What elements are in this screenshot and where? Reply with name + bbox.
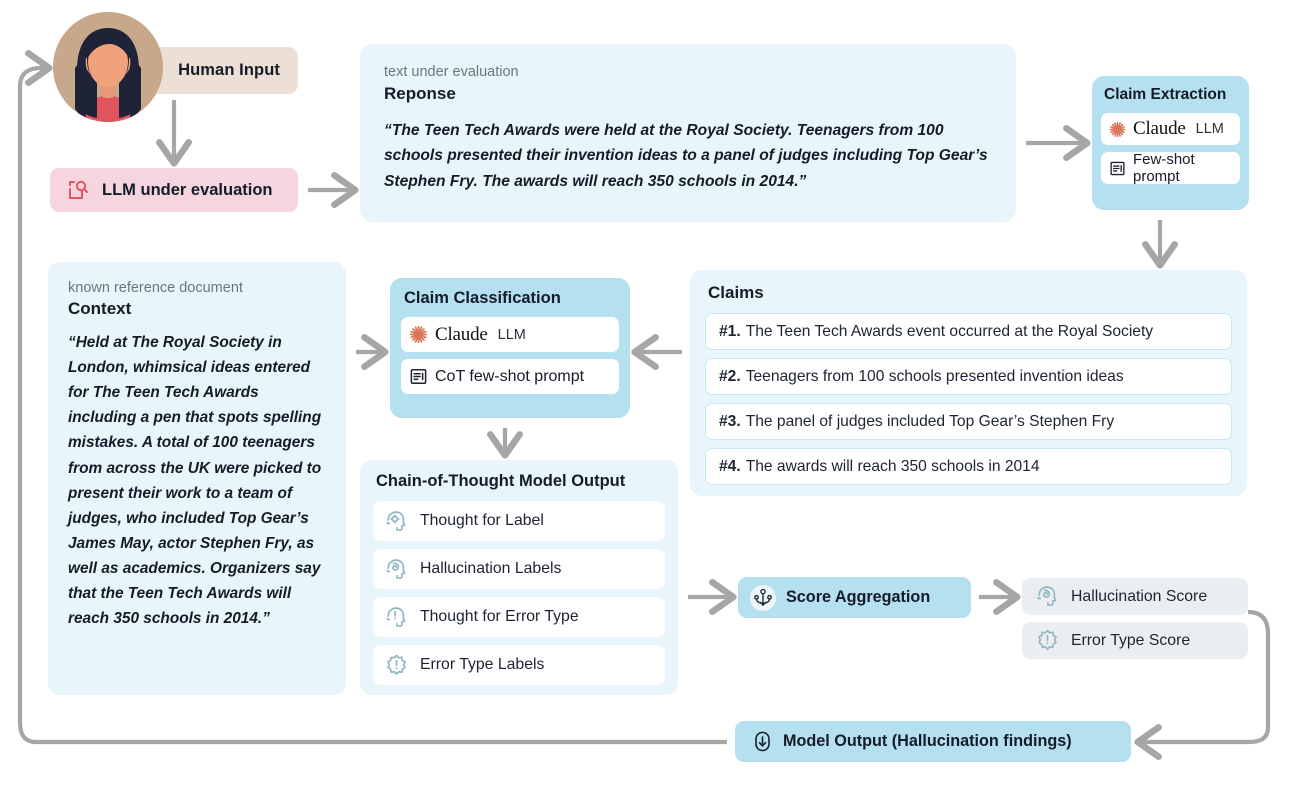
claim-item: #3. The panel of judges included Top Gea… [705,403,1232,440]
cot-output-panel: Chain-of-Thought Model Output Thought fo… [360,460,678,695]
claims-panel: Claims #1. The Teen Tech Awards event oc… [690,270,1247,496]
claude-starburst-icon [409,325,428,344]
hallucination-score-label: Hallucination Score [1071,587,1208,605]
response-title: Reponse [384,84,456,103]
claim-classification-model-chip: Claude LLM [401,317,619,352]
cot-item-label: Hallucination Labels [420,560,562,577]
context-panel: known reference document Context “Held a… [48,262,346,695]
cot-item-label: Error Type Labels [420,656,545,673]
llm-under-evaluation-label: LLM under evaluation [102,180,273,199]
error-type-score-item: Error Type Score [1022,622,1248,659]
claim-extraction-panel: Claim Extraction Claude LLM [1092,76,1249,210]
cot-item: Thought for Error Type [373,597,665,637]
claim-text: The Teen Tech Awards event occurred at t… [745,322,1154,340]
claude-brand-label: Claude [1133,118,1186,139]
head-spiral-icon [1035,584,1060,609]
error-type-score-label: Error Type Score [1071,631,1191,649]
claude-llm-suffix: LLM [497,326,526,343]
human-input-label: Human Input [178,61,280,79]
claim-text: The awards will reach 350 schools in 201… [745,457,1040,475]
claim-text: Teenagers from 100 schools presented inv… [745,367,1124,385]
claim-item: #4. The awards will reach 350 schools in… [705,448,1232,485]
starburst-exclamation-icon [1035,628,1060,653]
claim-extraction-title: Claim Extraction [1104,86,1227,103]
context-caption: known reference document [68,280,243,296]
claude-starburst-icon [1109,121,1126,138]
claim-number: #1. [719,322,741,340]
claude-llm-suffix: LLM [1195,121,1224,137]
circle-down-arrow-icon [751,730,774,753]
claim-classification-prompt-chip: CoT few-shot prompt [401,359,619,394]
context-title: Context [68,299,132,318]
claim-classification-prompt-label: CoT few-shot prompt [435,367,585,385]
claim-classification-title: Claim Classification [404,289,561,307]
cot-item-label: Thought for Error Type [420,608,579,625]
claim-extraction-prompt-label: Few-shot prompt [1133,151,1195,185]
head-exclamation-icon [384,605,409,630]
document-lines-icon [409,367,428,386]
claim-classification-panel: Claim Classification Claude LLM [390,278,630,418]
aggregation-merge-icon [749,584,777,612]
claim-text: The panel of judges included Top Gear’s … [745,412,1115,430]
model-output-pill: Model Output (Hallucination findings) [735,721,1131,762]
claim-item: #1. The Teen Tech Awards event occurred … [705,313,1232,350]
starburst-exclamation-icon [384,653,409,678]
claude-brand-label: Claude [435,323,488,345]
response-caption: text under evaluation [384,64,519,80]
response-body: “The Teen Tech Awards were held at the R… [384,122,988,190]
cot-output-title: Chain-of-Thought Model Output [376,472,626,490]
claim-number: #4. [719,457,741,475]
user-avatar-icon [53,12,163,122]
document-search-icon [66,178,90,202]
document-lines-icon [1109,160,1126,177]
claim-number: #2. [719,367,741,385]
hallucination-score-item: Hallucination Score [1022,578,1248,615]
llm-under-evaluation-pill: LLM under evaluation [50,168,298,212]
head-gear-icon [384,509,409,534]
cot-item-label: Thought for Label [420,512,544,529]
model-output-label: Model Output (Hallucination findings) [783,732,1072,750]
context-body: “Held at The Royal Society in London, wh… [68,334,322,628]
cot-item: Hallucination Labels [373,549,665,589]
claim-extraction-model-chip: Claude LLM [1101,113,1240,145]
head-spiral-icon [384,557,409,582]
claim-extraction-prompt-chip: Few-shot prompt [1101,151,1240,185]
score-aggregation-pill: Score Aggregation [738,577,971,618]
claims-title: Claims [708,283,764,302]
claim-number: #3. [719,412,741,430]
score-aggregation-label: Score Aggregation [786,588,931,606]
cot-item: Error Type Labels [373,645,665,685]
cot-item: Thought for Label [373,501,665,541]
claim-item: #2. Teenagers from 100 schools presented… [705,358,1232,395]
response-panel: text under evaluation Reponse “The Teen … [360,44,1016,222]
